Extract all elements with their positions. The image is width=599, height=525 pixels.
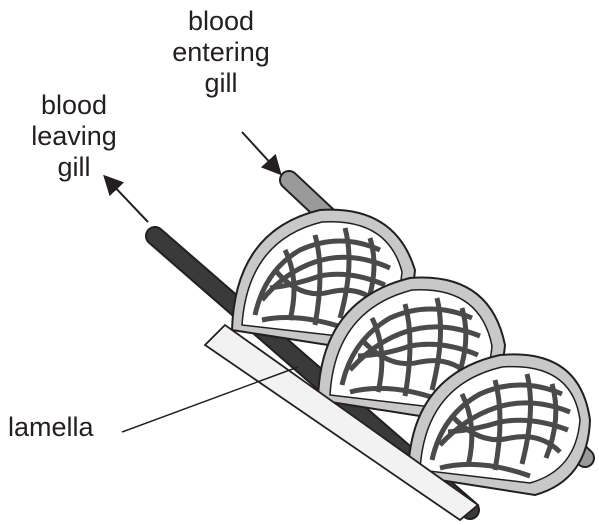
blood-leaving-gill-label: blood leaving gill: [18, 90, 130, 183]
entering-arrow: [242, 132, 275, 168]
label-line: blood: [160, 6, 282, 37]
leaving-arrow: [110, 182, 148, 222]
label-line: leaving: [18, 121, 130, 152]
lamella-pointer-line: [122, 367, 298, 432]
blood-entering-gill-label: blood entering gill: [160, 6, 282, 99]
label-line: gill: [160, 68, 282, 99]
label-line: gill: [18, 152, 130, 183]
label-line: entering: [160, 37, 282, 68]
lamella-label: lamella: [8, 412, 94, 443]
label-line: blood: [18, 90, 130, 121]
